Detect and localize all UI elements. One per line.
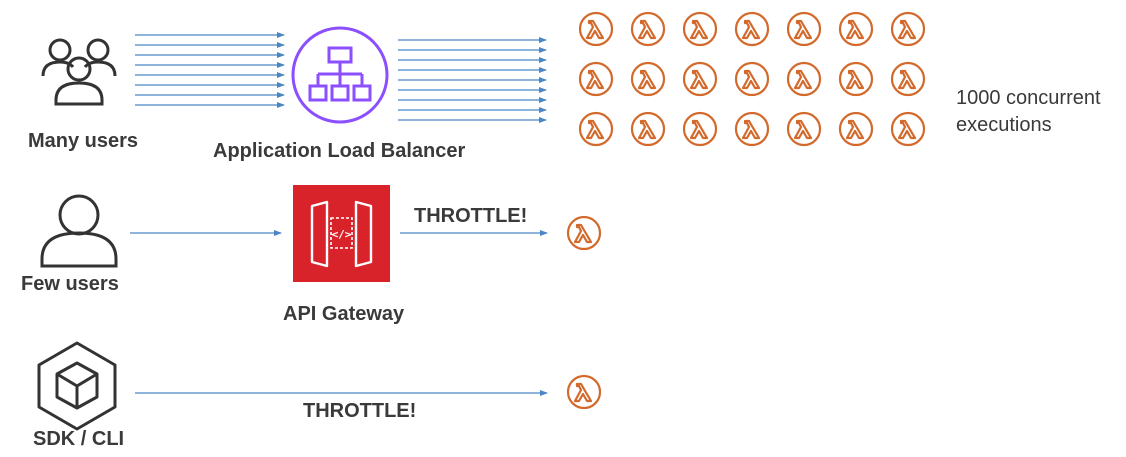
sdk-cube-icon	[37, 341, 117, 431]
lambda-icon	[838, 61, 874, 97]
lambda-icon	[578, 11, 614, 47]
lambda-icon	[566, 215, 602, 251]
lambda-icon	[786, 61, 822, 97]
lambda-icon	[734, 11, 770, 47]
users-group-icon	[41, 38, 117, 106]
throttle-label-sdk: THROTTLE!	[303, 400, 416, 422]
many-users-label: Many users	[28, 130, 138, 152]
concurrency-label-line2: executions	[956, 114, 1052, 136]
api-gateway-icon: </>	[293, 185, 390, 282]
lambda-icon	[890, 11, 926, 47]
lambda-icon	[682, 11, 718, 47]
concurrency-label-line1: 1000 concurrent	[956, 87, 1101, 109]
lambda-icon	[890, 111, 926, 147]
few-users-label: Few users	[21, 273, 119, 295]
lambda-icon	[578, 111, 614, 147]
svg-text:</>: </>	[332, 228, 352, 241]
lambda-icon	[630, 11, 666, 47]
lambda-icon	[890, 61, 926, 97]
lambda-icon	[682, 111, 718, 147]
user-icon	[40, 194, 118, 268]
lambda-icon	[630, 61, 666, 97]
lambda-icon	[734, 111, 770, 147]
users-to-alb-arrows	[135, 32, 285, 108]
lambda-icon	[630, 111, 666, 147]
alb-label: Application Load Balancer	[213, 140, 465, 162]
sdk-cli-label: SDK / CLI	[33, 428, 124, 450]
lambda-icon	[838, 11, 874, 47]
alb-to-lambda-arrows	[398, 37, 547, 123]
lambda-icon	[734, 61, 770, 97]
lambda-icon	[838, 111, 874, 147]
lambda-icon	[578, 61, 614, 97]
throttle-label-api: THROTTLE!	[414, 205, 527, 227]
lambda-icon	[566, 374, 602, 410]
api-gateway-label: API Gateway	[283, 303, 405, 325]
lambda-icon	[786, 111, 822, 147]
application-load-balancer-icon	[291, 26, 389, 124]
lambda-icon	[682, 61, 718, 97]
lambda-icon	[786, 11, 822, 47]
lambda-grid	[578, 11, 926, 147]
